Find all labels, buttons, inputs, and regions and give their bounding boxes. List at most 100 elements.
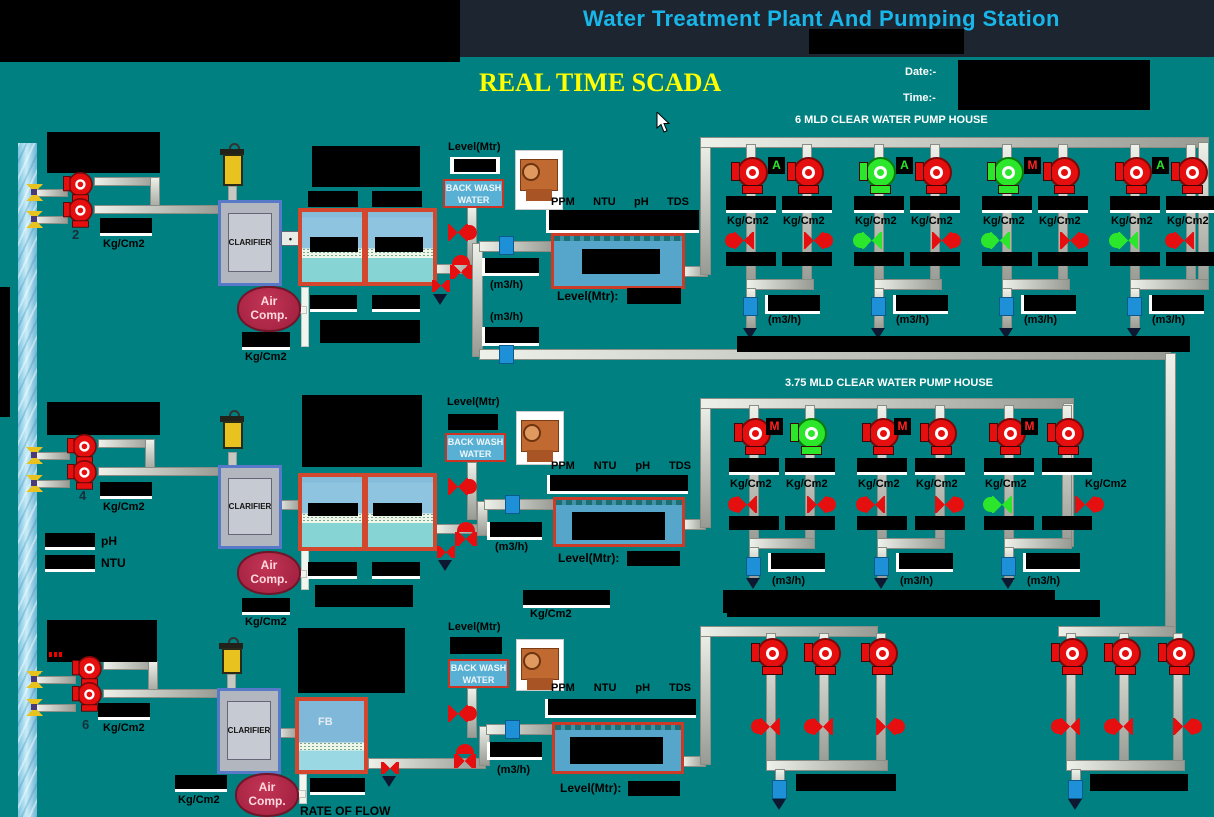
valve-icon[interactable] — [928, 496, 964, 513]
flow-meter-icon[interactable] — [1068, 780, 1083, 799]
valve-icon[interactable] — [437, 546, 455, 558]
valve-icon[interactable] — [1068, 496, 1104, 513]
valve-icon[interactable] — [728, 496, 764, 513]
pump-mode-badge[interactable]: M — [766, 418, 783, 435]
flow-meter-icon[interactable] — [1001, 557, 1016, 576]
intake-valve-icon[interactable] — [26, 184, 43, 201]
valve-icon[interactable] — [1165, 232, 1201, 249]
flow-meter-icon[interactable] — [505, 495, 520, 514]
valve-icon[interactable] — [751, 718, 787, 735]
valve-icon[interactable] — [800, 496, 836, 513]
clarifier[interactable]: CLARIFIER — [218, 200, 282, 286]
dosing-pump-image — [515, 150, 563, 210]
flow-meter-icon[interactable] — [499, 236, 514, 255]
pump-icon[interactable] — [1171, 157, 1210, 194]
intake-valve-icon[interactable] — [26, 699, 43, 716]
pump-icon[interactable] — [1115, 157, 1154, 194]
valve-icon[interactable] — [455, 532, 477, 546]
valve-icon[interactable] — [856, 496, 892, 513]
intake-valve-icon[interactable] — [26, 475, 43, 492]
pump-mode-badge[interactable]: A — [896, 157, 913, 174]
pump-icon[interactable] — [1043, 157, 1082, 194]
pump-icon[interactable] — [920, 418, 959, 455]
filter-bed[interactable] — [295, 697, 368, 774]
m3h-label: (m3/h) — [497, 764, 530, 776]
pump-mode-badge[interactable]: M — [1024, 157, 1041, 174]
valve-icon[interactable] — [450, 265, 472, 279]
pump-icon[interactable] — [862, 418, 901, 455]
intake-valve-icon[interactable] — [26, 447, 43, 464]
valve-icon[interactable] — [441, 478, 477, 495]
pump-icon[interactable] — [1104, 638, 1143, 675]
valve-icon[interactable] — [452, 255, 470, 265]
valve-icon[interactable] — [454, 754, 476, 768]
redacted-value — [372, 295, 420, 312]
pump-icon[interactable] — [987, 157, 1026, 194]
valve-icon[interactable] — [925, 232, 961, 249]
pump-mode-badge[interactable]: M — [894, 418, 911, 435]
flow-meter-icon[interactable] — [499, 345, 514, 364]
redacted-value — [546, 210, 699, 233]
flow-meter-icon[interactable] — [746, 557, 761, 576]
flow-meter-icon[interactable] — [772, 780, 787, 799]
pump-icon[interactable] — [989, 418, 1028, 455]
valve-icon[interactable] — [432, 280, 450, 292]
flow-meter-icon[interactable] — [874, 557, 889, 576]
intake-valve-icon[interactable] — [26, 671, 43, 688]
valve-icon[interactable] — [725, 232, 761, 249]
redacted-value — [1110, 252, 1160, 266]
flow-meter-icon[interactable] — [1127, 297, 1142, 316]
intake-valve-icon[interactable] — [26, 211, 43, 228]
chlorinator-icon[interactable] — [219, 410, 245, 451]
valve-icon[interactable] — [804, 718, 840, 735]
valve-icon[interactable] — [981, 232, 1017, 249]
valve-icon[interactable] — [853, 232, 889, 249]
valve-icon[interactable] — [456, 744, 474, 754]
pipe — [746, 279, 814, 290]
pump-icon[interactable] — [804, 638, 843, 675]
chlorinator-icon[interactable] — [218, 637, 244, 676]
intake-pump-icon[interactable] — [63, 198, 94, 228]
pump-icon[interactable] — [751, 638, 790, 675]
pump-icon[interactable] — [1051, 638, 1090, 675]
clarifier[interactable]: CLARIFIER — [218, 465, 282, 549]
intake-pump-icon[interactable] — [72, 682, 103, 712]
valve-icon[interactable] — [381, 762, 399, 774]
valve-icon[interactable] — [1051, 718, 1087, 735]
flow-meter-icon[interactable] — [505, 720, 520, 739]
valve-icon[interactable] — [1109, 232, 1145, 249]
pump-icon[interactable] — [859, 157, 898, 194]
pump-icon[interactable] — [1158, 638, 1197, 675]
clarifier[interactable]: CLARIFIER — [217, 688, 281, 774]
valve-icon[interactable] — [1104, 718, 1140, 735]
pipe — [486, 724, 556, 735]
valve-icon[interactable] — [869, 718, 905, 735]
pump-mode-badge[interactable]: A — [1152, 157, 1169, 174]
pump-mode-badge[interactable]: A — [768, 157, 785, 174]
intake-pump-icon[interactable] — [67, 434, 98, 464]
valve-icon[interactable] — [457, 522, 475, 532]
chlorinator-icon[interactable] — [219, 143, 245, 188]
pump-icon[interactable] — [787, 157, 826, 194]
flow-meter-icon[interactable] — [743, 297, 758, 316]
intake-pump-icon[interactable] — [67, 460, 98, 490]
pump-icon[interactable] — [731, 157, 770, 194]
valve-icon[interactable] — [797, 232, 833, 249]
valve-icon[interactable] — [441, 705, 477, 722]
valve-icon[interactable] — [441, 224, 477, 241]
dosing-pump-image — [516, 411, 564, 465]
pump-icon[interactable] — [915, 157, 954, 194]
pump-icon[interactable] — [734, 418, 773, 455]
flow-meter-icon[interactable] — [999, 297, 1014, 316]
valve-icon[interactable] — [1053, 232, 1089, 249]
pump-mode-badge[interactable]: M — [1021, 418, 1038, 435]
flow-meter-icon[interactable] — [871, 297, 886, 316]
pump-icon[interactable] — [790, 418, 829, 455]
valve-icon[interactable] — [1166, 718, 1202, 735]
valve-icon[interactable] — [983, 496, 1019, 513]
pump-icon[interactable] — [861, 638, 900, 675]
pump-icon[interactable] — [1047, 418, 1086, 455]
